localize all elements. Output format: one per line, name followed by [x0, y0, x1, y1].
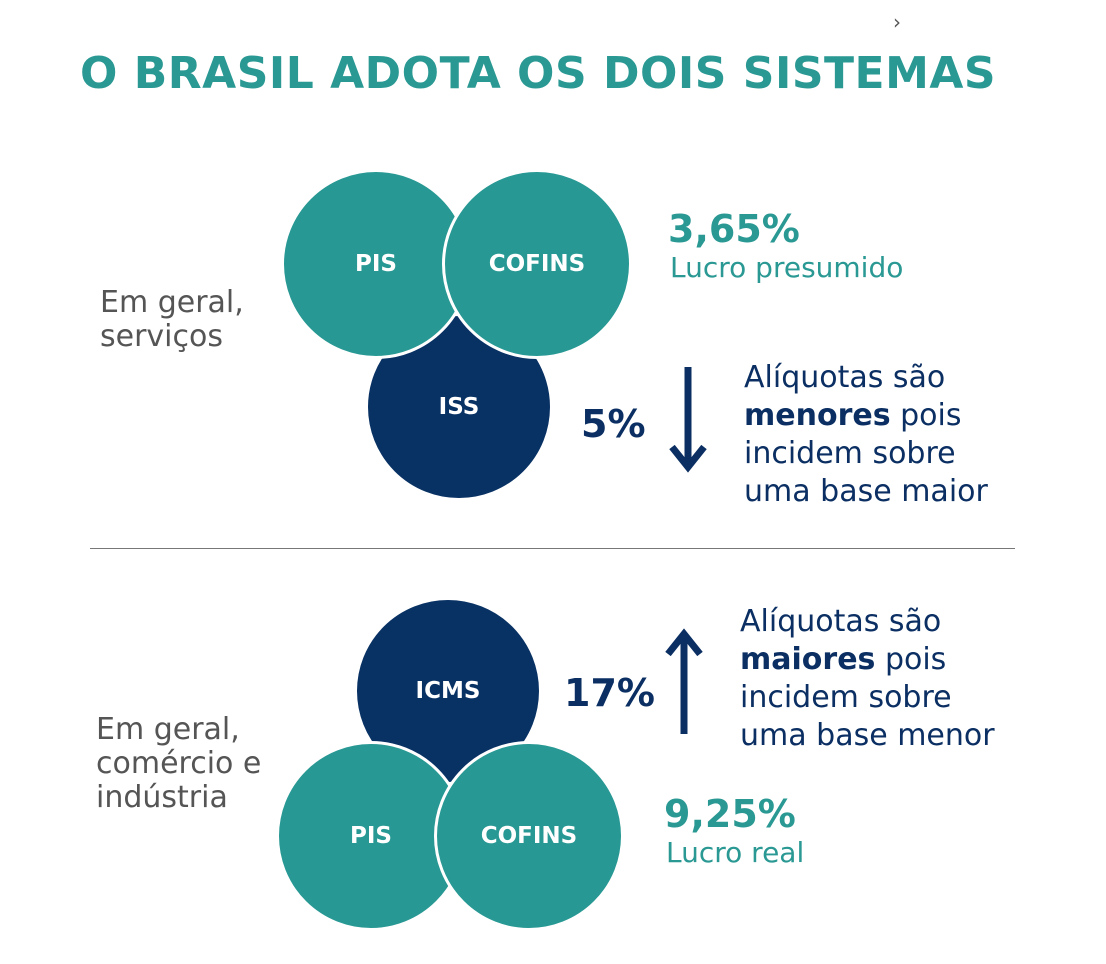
note-commerce-line1: Alíquotas são: [740, 604, 942, 639]
arrow-up-icon: [665, 628, 703, 734]
federal-rate-services: 3,65%: [668, 207, 800, 251]
federal-rate-commerce: 9,25%: [664, 792, 796, 836]
iss-rate: 5%: [581, 402, 646, 446]
commerce-label-line3: indústria: [96, 780, 228, 815]
pis-label: PIS: [350, 823, 392, 849]
services-label-line1: Em geral,: [100, 285, 244, 320]
cofins-label: COFINS: [480, 823, 578, 849]
note-commerce-line4: uma base menor: [740, 718, 995, 753]
arrow-down-icon: [669, 367, 707, 473]
commerce-label-line2: comércio e: [96, 746, 262, 781]
federal-regime-services: Lucro presumido: [670, 251, 904, 284]
note-services-line1: Alíquotas são: [744, 360, 946, 395]
federal-regime-commerce: Lucro real: [666, 836, 805, 869]
cofins-circle-services: COFINS: [442, 169, 632, 359]
note-services-emphasis: menores: [744, 398, 891, 433]
icms-label: ICMS: [415, 678, 481, 704]
note-commerce-line2-rest: pois: [875, 642, 947, 677]
page-title: O BRASIL ADOTA OS DOIS SISTEMAS: [80, 48, 997, 99]
iss-label: ISS: [438, 394, 480, 420]
icms-rate: 17%: [564, 671, 655, 715]
note-services-line2: menores pois: [744, 397, 988, 435]
section-divider: [90, 548, 1015, 549]
note-commerce-line3: incidem sobre: [740, 680, 952, 715]
cofins-circle-commerce: COFINS: [434, 741, 624, 931]
services-label-line2: serviços: [100, 319, 223, 354]
chevron-right-icon[interactable]: ›: [893, 10, 901, 34]
note-commerce: Alíquotas são maiores pois incidem sobre…: [740, 603, 995, 755]
pis-label: PIS: [355, 251, 397, 277]
note-commerce-line2: maiores pois: [740, 641, 995, 679]
services-label: Em geral, serviços: [100, 286, 244, 354]
note-services-line4: uma base maior: [744, 474, 988, 509]
note-commerce-emphasis: maiores: [740, 642, 876, 677]
note-services: Alíquotas são menores pois incidem sobre…: [744, 359, 988, 511]
note-services-line3: incidem sobre: [744, 436, 956, 471]
note-services-line2-rest: pois: [890, 398, 962, 433]
pis-circle-services: PIS: [281, 169, 471, 359]
cofins-label: COFINS: [488, 251, 586, 277]
commerce-label: Em geral, comércio e indústria: [96, 713, 261, 815]
commerce-label-line1: Em geral,: [96, 712, 240, 747]
